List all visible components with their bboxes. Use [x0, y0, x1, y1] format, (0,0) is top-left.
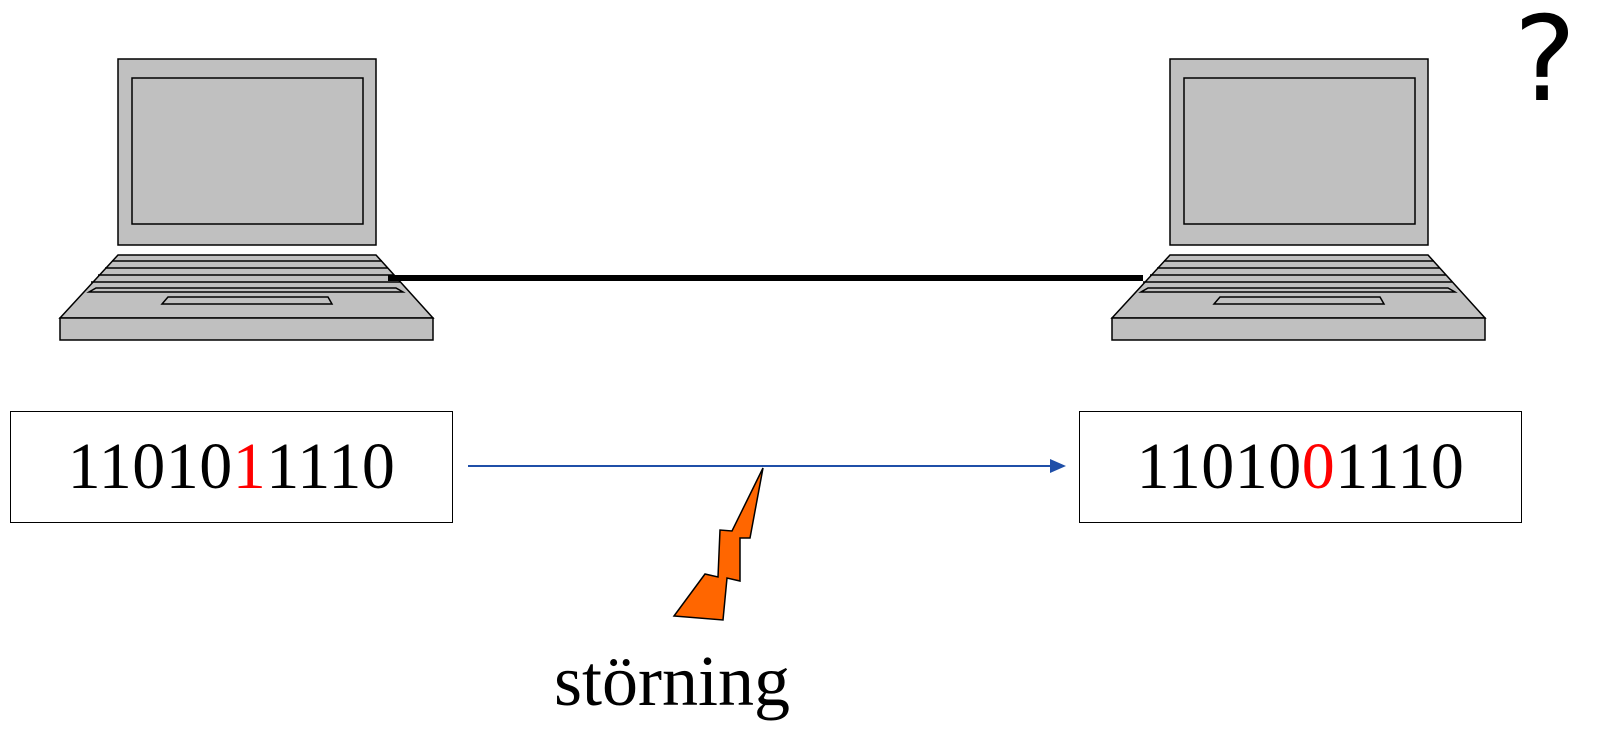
arrow-right-icon — [468, 459, 1066, 473]
receiver-laptop-icon — [1110, 58, 1487, 341]
received-error-bit: 0 — [1301, 430, 1336, 503]
sender-laptop-icon — [58, 58, 435, 341]
question-mark: ? — [1513, 0, 1577, 128]
sent-bits-after: 1110 — [266, 430, 396, 503]
received-bits-before: 11010 — [1136, 430, 1302, 503]
noise-label: störning — [553, 641, 790, 721]
sent-error-bit: 1 — [232, 430, 267, 503]
sent-bits-before: 11010 — [67, 430, 233, 503]
received-bits-after: 1110 — [1335, 430, 1465, 503]
lightning-bolt-icon — [672, 467, 764, 621]
